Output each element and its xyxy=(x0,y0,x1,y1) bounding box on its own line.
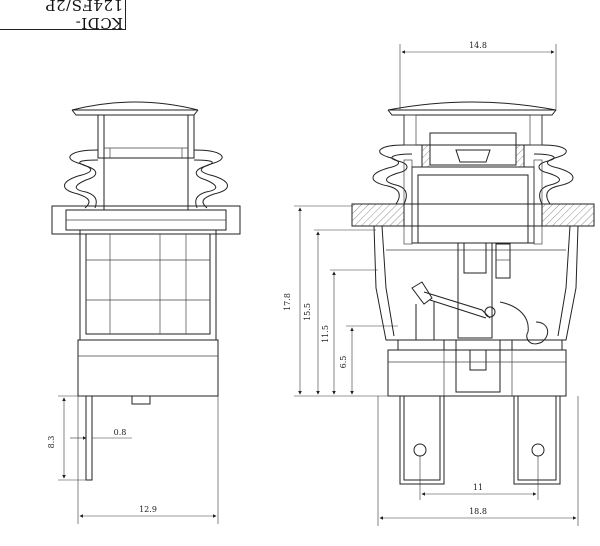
section-view xyxy=(351,101,595,485)
side-view xyxy=(51,101,241,481)
title-block: KCDI-124FS/2P xyxy=(0,0,126,32)
dim-bottom-width: 18.8 xyxy=(469,507,487,516)
dim-height-2: 15.5 xyxy=(303,303,312,321)
dim-height-4: 6.5 xyxy=(339,356,348,369)
dim-terminal-spacing: 11 xyxy=(473,483,483,492)
dim-top-width: 14.8 xyxy=(469,41,487,50)
side-view-dimensions: 8.3 0.8 12.9 xyxy=(47,395,219,524)
section-view-dimensions: 14.8 17.8 15.5 11.5 6.5 11 18.8 xyxy=(283,41,579,526)
dim-terminal-thickness: 0.8 xyxy=(114,428,127,437)
dim-left-width: 12.9 xyxy=(139,505,157,514)
dim-height-3: 11.5 xyxy=(321,325,330,343)
dim-height-total: 17.8 xyxy=(283,293,292,311)
dim-terminal-length: 8.3 xyxy=(47,436,56,449)
